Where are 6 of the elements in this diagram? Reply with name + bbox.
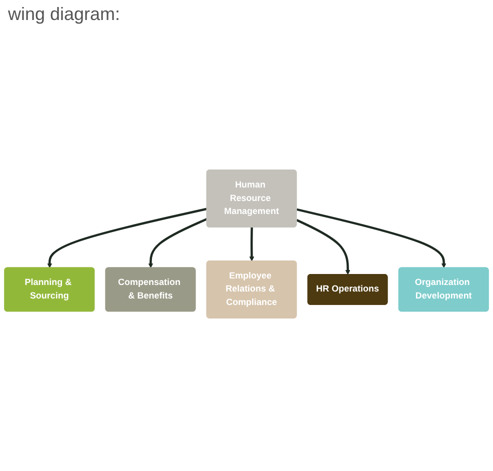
arrow: [148, 218, 208, 268]
arrow: [47, 208, 208, 268]
arrow: [296, 208, 446, 268]
arrow: [249, 227, 254, 262]
arrow: [296, 219, 350, 275]
intro-text: wing diagram:: [8, 4, 122, 25]
